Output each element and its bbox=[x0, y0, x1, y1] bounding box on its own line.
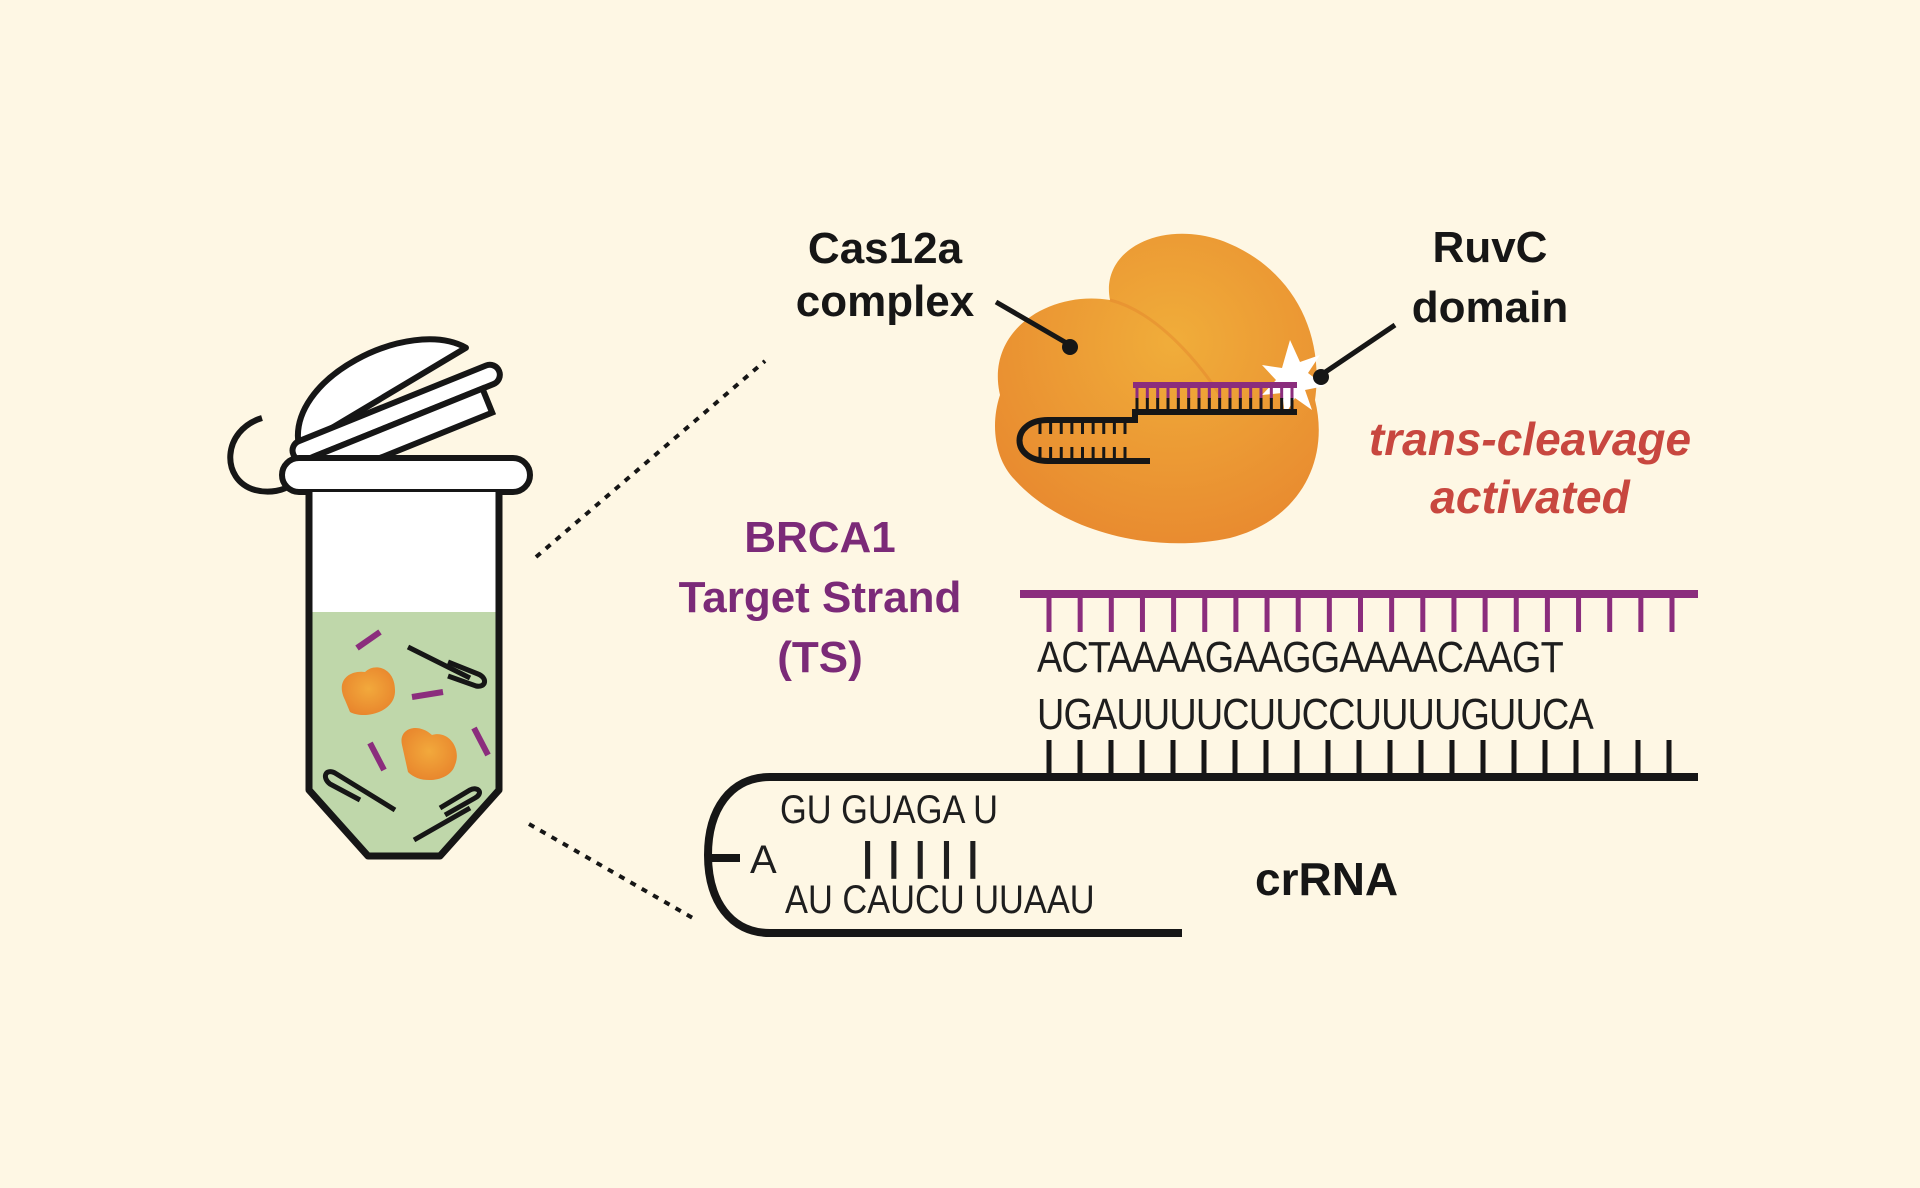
ruvc-label-line2: domain bbox=[1411, 283, 1569, 332]
target-strand-sequence: ACTAAAAGAAGGAAAACAAGT bbox=[1037, 633, 1564, 682]
cas12a-pointer bbox=[994, 299, 1078, 355]
ruvc-label: RuvC domain bbox=[1395, 218, 1585, 338]
crrna-spacer-ticks bbox=[1046, 740, 1672, 777]
trans-cleavage-line1: trans-cleavage bbox=[1368, 413, 1692, 465]
cas12a-protein bbox=[995, 233, 1325, 544]
crrna-loop-tip: A bbox=[750, 838, 777, 882]
ruvc-pointer bbox=[1313, 322, 1397, 385]
small-cas12a-icon bbox=[341, 667, 396, 716]
cas12a-label-line2: complex bbox=[795, 277, 975, 326]
crrna-loop-top-sequence: GU GUAGA U bbox=[780, 788, 998, 832]
crrna-loop-bottom-sequence: AU CAUCU UUAAU bbox=[785, 878, 1095, 922]
target-strand-label: BRCA1 Target Strand (TS) bbox=[650, 508, 990, 688]
small-cas12a-icon bbox=[401, 727, 457, 781]
target-strand-label-line1: BRCA1 bbox=[744, 513, 896, 562]
zoom-line-top bbox=[534, 359, 767, 559]
cas12a-label-line1: Cas12a bbox=[807, 224, 963, 273]
crrna-stem-pairs: | | | | | bbox=[862, 835, 981, 879]
cas12a-label: Cas12a complex bbox=[790, 222, 980, 328]
zoom-line-bottom bbox=[528, 822, 699, 923]
trans-cleavage-line2: activated bbox=[1430, 471, 1630, 523]
target-strand-label-line2: Target Strand bbox=[678, 573, 962, 622]
ruvc-starburst-icon bbox=[1262, 340, 1325, 415]
ruvc-label-line1: RuvC bbox=[1432, 223, 1548, 272]
tube-contents bbox=[322, 629, 491, 843]
target-strand-ticks bbox=[1046, 594, 1675, 632]
microcentrifuge-tube-icon bbox=[227, 336, 533, 860]
crrna-spacer-sequence: UGAUUUUCUUCCUUUUGUUCA bbox=[1037, 690, 1594, 739]
trans-cleavage-label: trans-cleavage activated bbox=[1345, 410, 1715, 526]
target-strand-label-line3: (TS) bbox=[777, 633, 863, 682]
crrna-label: crRNA bbox=[1255, 853, 1399, 905]
